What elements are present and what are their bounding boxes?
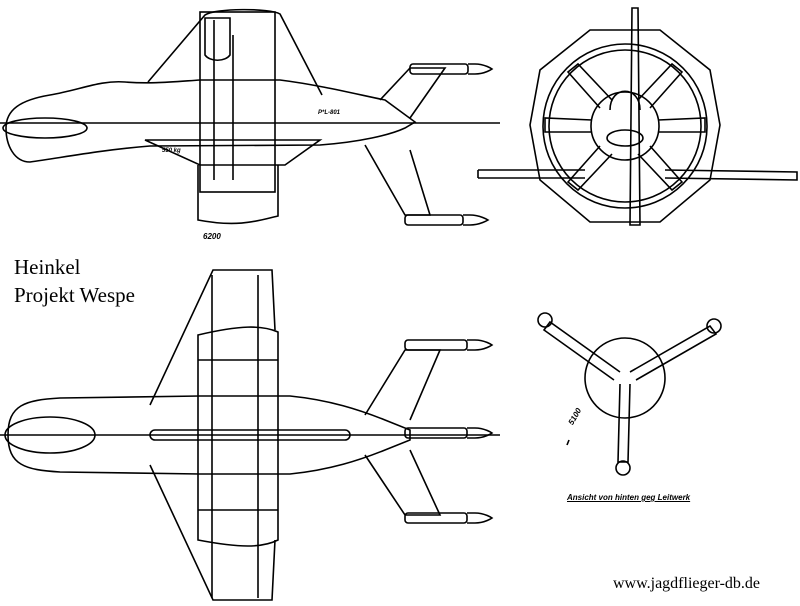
title-line-2: Projekt Wespe — [14, 283, 135, 307]
engine-label: P*L-801 — [318, 110, 341, 116]
front-view — [477, 7, 798, 226]
rear-view-caption: Ansicht von hinten geg Leitwerk — [567, 493, 691, 502]
upper-shroud — [147, 8, 323, 96]
shroud-top — [197, 326, 279, 547]
upper-tail-fin — [379, 67, 447, 119]
website-watermark: www.jagdflieger-db.de — [613, 575, 761, 592]
lower-wing — [149, 464, 276, 601]
duct — [204, 17, 231, 62]
tail-fin-lower — [364, 449, 442, 516]
left-wing — [477, 169, 585, 179]
lower-shroud — [197, 165, 279, 225]
top-view — [0, 269, 500, 601]
upper-wing — [149, 269, 276, 406]
right-wing — [664, 169, 798, 181]
rear-view — [537, 312, 722, 476]
intake-fairing — [2, 117, 88, 139]
title-line-1: Heinkel — [14, 255, 81, 279]
lower-tail-fin — [364, 144, 432, 216]
tail-fin-upper — [364, 349, 442, 421]
mass-label: 550 kg — [162, 148, 181, 154]
side-dimension: 6200 — [203, 232, 221, 241]
vertical-fin — [629, 7, 641, 226]
wing-root — [144, 139, 323, 166]
side-view — [0, 8, 500, 226]
